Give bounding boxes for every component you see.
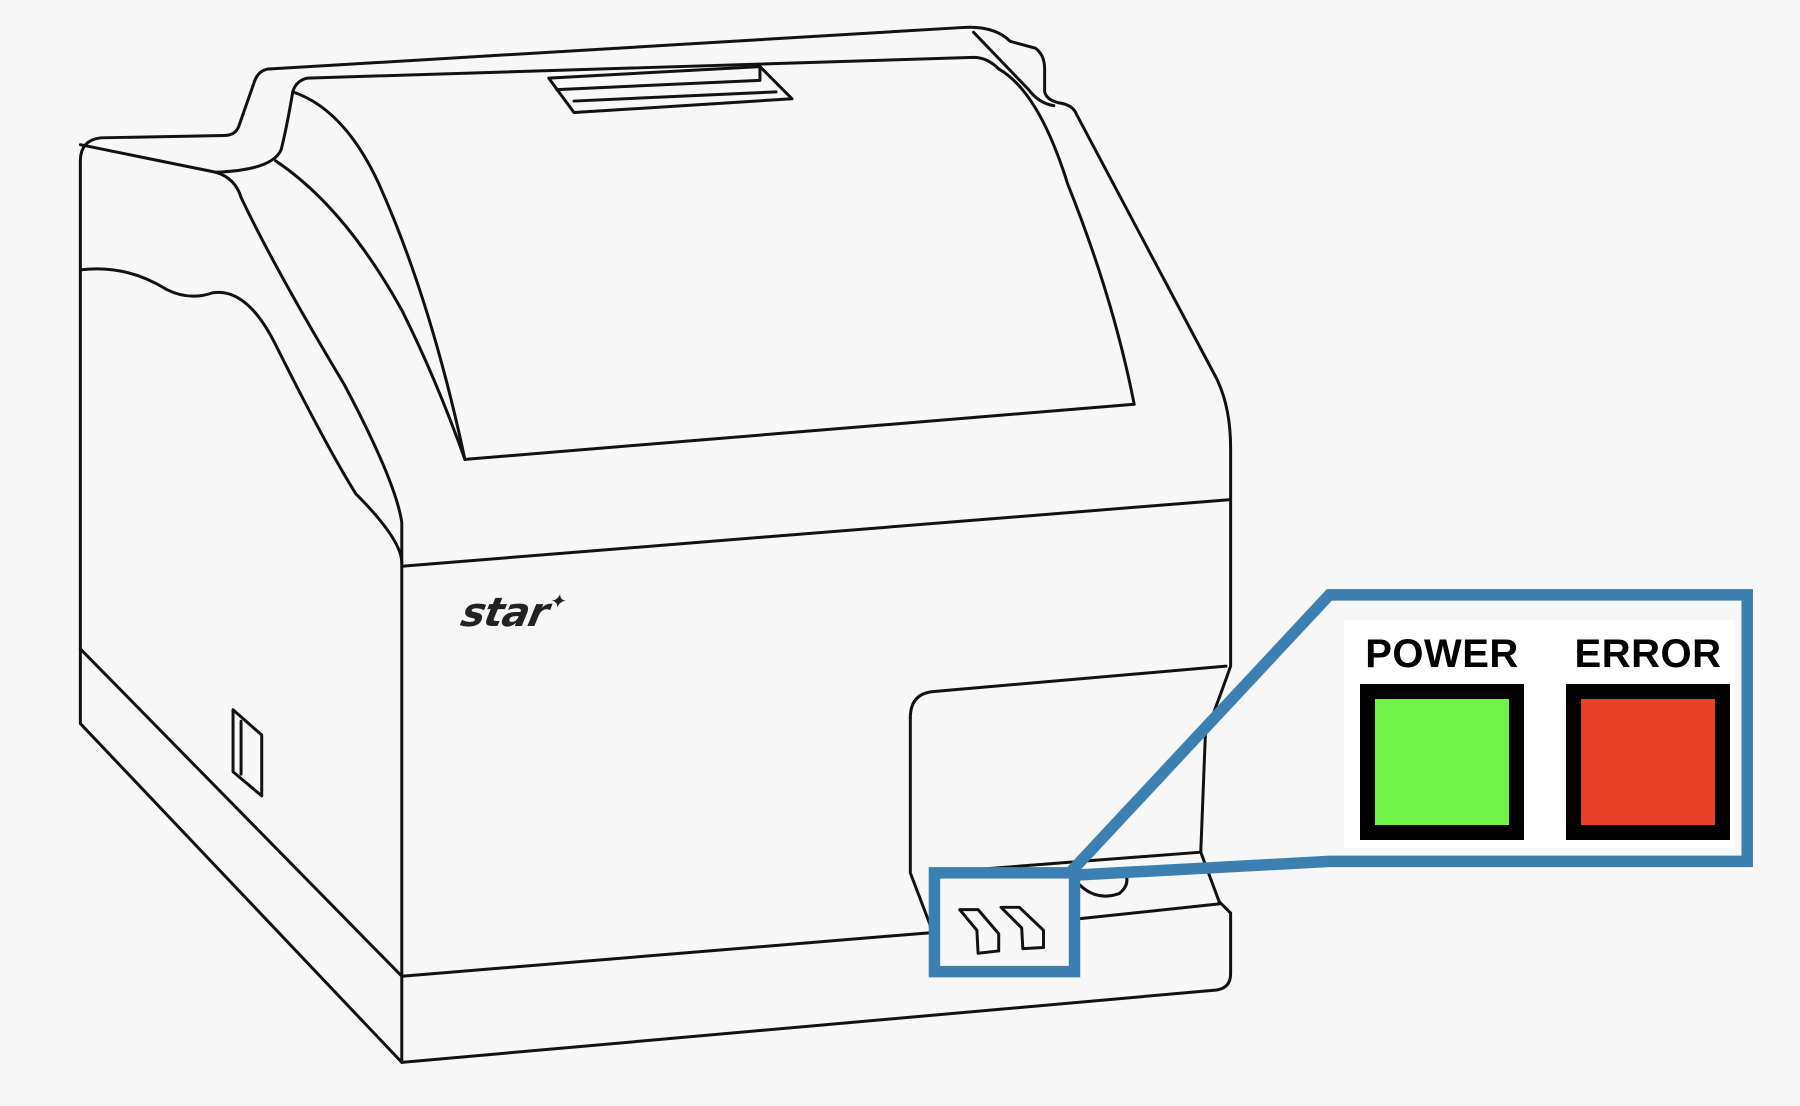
side-port-slot — [231, 708, 264, 798]
paper-outlet — [908, 664, 1228, 720]
printer-base-outline — [78, 647, 1233, 1064]
power-led-green — [1360, 684, 1524, 840]
error-led-red — [1566, 684, 1730, 840]
led-indicator-panel: POWER ERROR — [1344, 620, 1735, 848]
brand-logo-text: star — [457, 590, 553, 636]
callout-magnified-box — [1065, 589, 1753, 881]
paper-slot-top — [547, 65, 794, 115]
printer-left-outline — [78, 67, 273, 651]
error-led-small — [999, 905, 1045, 951]
top-cover-front-edge — [463, 402, 1136, 461]
power-indicator: POWER — [1360, 620, 1524, 840]
top-cover-right-curve — [997, 67, 1136, 406]
error-indicator: ERROR — [1566, 620, 1730, 840]
callout-source-box — [928, 867, 1081, 978]
error-label: ERROR — [1574, 632, 1722, 676]
top-cover-ridge — [291, 55, 1001, 94]
feed-button — [1077, 871, 1129, 898]
power-led-small — [958, 908, 1001, 955]
brand-logo: star✦ — [457, 589, 568, 636]
top-cover-left-curve — [291, 90, 467, 461]
power-label: POWER — [1365, 632, 1519, 676]
front-panel-top-edge — [400, 498, 1233, 568]
